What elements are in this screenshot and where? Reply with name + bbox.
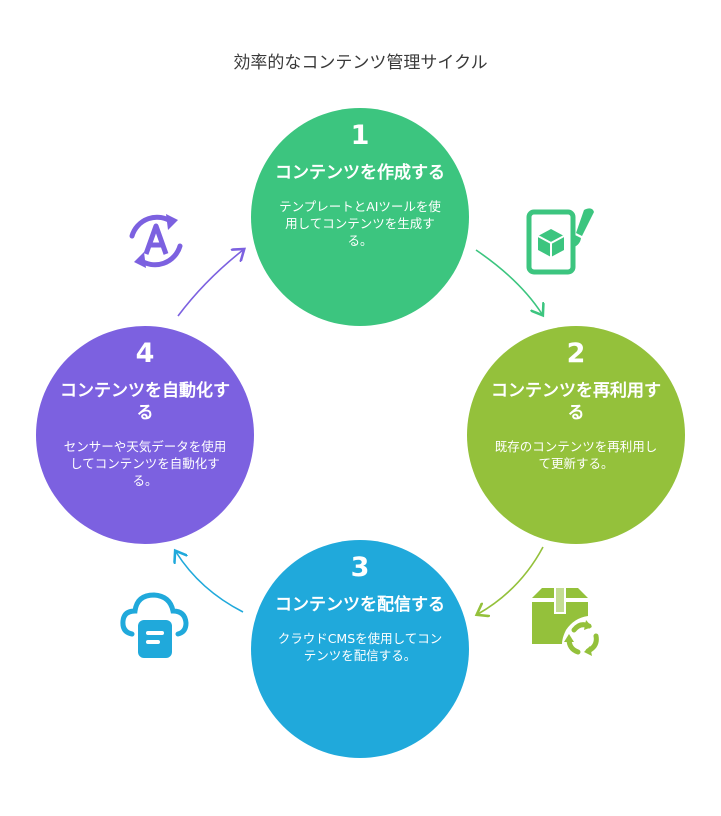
step-1-circle: 1 コンテンツを作成する テンプレートとAIツールを使用してコンテンツを生成する… bbox=[251, 108, 469, 326]
arrow-2-to-3 bbox=[478, 546, 544, 614]
step-number: 3 bbox=[350, 552, 370, 583]
arrow-1-to-2 bbox=[475, 249, 542, 314]
step-description: テンプレートとAIツールを使用してコンテンツを生成する。 bbox=[279, 199, 441, 248]
step-description: クラウドCMSを使用してコンテンツを配信する。 bbox=[277, 631, 443, 663]
cloud-document-icon bbox=[120, 592, 189, 658]
step-title: コンテンツを再利用する bbox=[491, 381, 661, 423]
step-4-circle: 4 コンテンツを自動化する センサーや天気データを使用してコンテンツを自動化する… bbox=[36, 326, 254, 544]
box-recycle-icon bbox=[532, 588, 599, 656]
step-description: センサーや天気データを使用してコンテンツを自動化する。 bbox=[63, 439, 227, 488]
step-2-circle: 2 コンテンツを再利用する 既存のコンテンツを再利用して更新する。 bbox=[467, 326, 685, 544]
arrow-3-to-4 bbox=[176, 552, 244, 613]
tablet-paint-icon bbox=[526, 208, 594, 275]
step-3-circle: 3 コンテンツを配信する クラウドCMSを使用してコンテンツを配信する。 bbox=[251, 540, 469, 758]
step-number: 2 bbox=[566, 338, 586, 369]
arrow-4-to-1 bbox=[177, 250, 243, 317]
step-description: 既存のコンテンツを再利用して更新する。 bbox=[494, 439, 658, 471]
step-number: 1 bbox=[350, 120, 370, 151]
auto-cycle-icon bbox=[129, 214, 183, 268]
step-title: コンテンツを作成する bbox=[275, 163, 445, 183]
step-number: 4 bbox=[135, 338, 155, 369]
step-title: コンテンツを配信する bbox=[275, 595, 445, 615]
diagram-title: 効率的なコンテンツ管理サイクル bbox=[233, 53, 488, 73]
step-title: コンテンツを自動化する bbox=[60, 381, 230, 423]
